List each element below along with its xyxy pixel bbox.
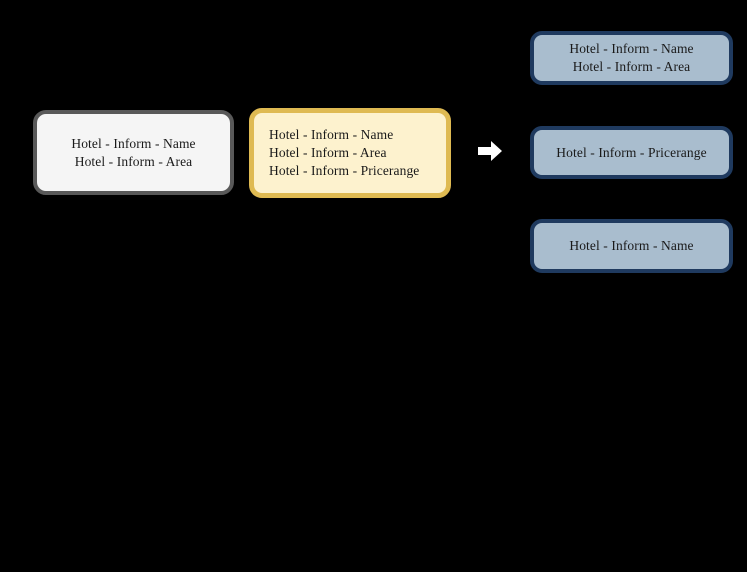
highlighted-act-set-node[interactable]: Hotel - Inform - Name Hotel - Inform - A…: [249, 108, 451, 198]
result-act-set-node-3[interactable]: Hotel - Inform - Name: [530, 219, 733, 273]
source-act-line-2: Hotel - Inform - Area: [74, 153, 193, 169]
source-act-line-1: Hotel - Inform - Name: [71, 135, 196, 151]
result-act-set-node-2[interactable]: Hotel - Inform - Pricerange: [530, 126, 733, 179]
result-act-set-node-1[interactable]: Hotel - Inform - Name Hotel - Inform - A…: [530, 31, 733, 85]
result-2-act-line-1: Hotel - Inform - Pricerange: [556, 144, 707, 160]
highlight-act-line-2: Hotel - Inform - Area: [269, 145, 387, 160]
arrow-right-icon: [477, 140, 503, 162]
result-3-act-line-1: Hotel - Inform - Name: [569, 238, 694, 253]
highlight-act-line-3: Hotel - Inform - Pricerange: [269, 163, 420, 178]
result-1-act-line-2: Hotel - Inform - Area: [572, 59, 691, 74]
source-act-set-node[interactable]: Hotel - Inform - Name Hotel - Inform - A…: [33, 110, 234, 195]
highlight-act-line-1: Hotel - Inform - Name: [269, 127, 394, 142]
result-1-act-line-1: Hotel - Inform - Name: [569, 41, 694, 56]
